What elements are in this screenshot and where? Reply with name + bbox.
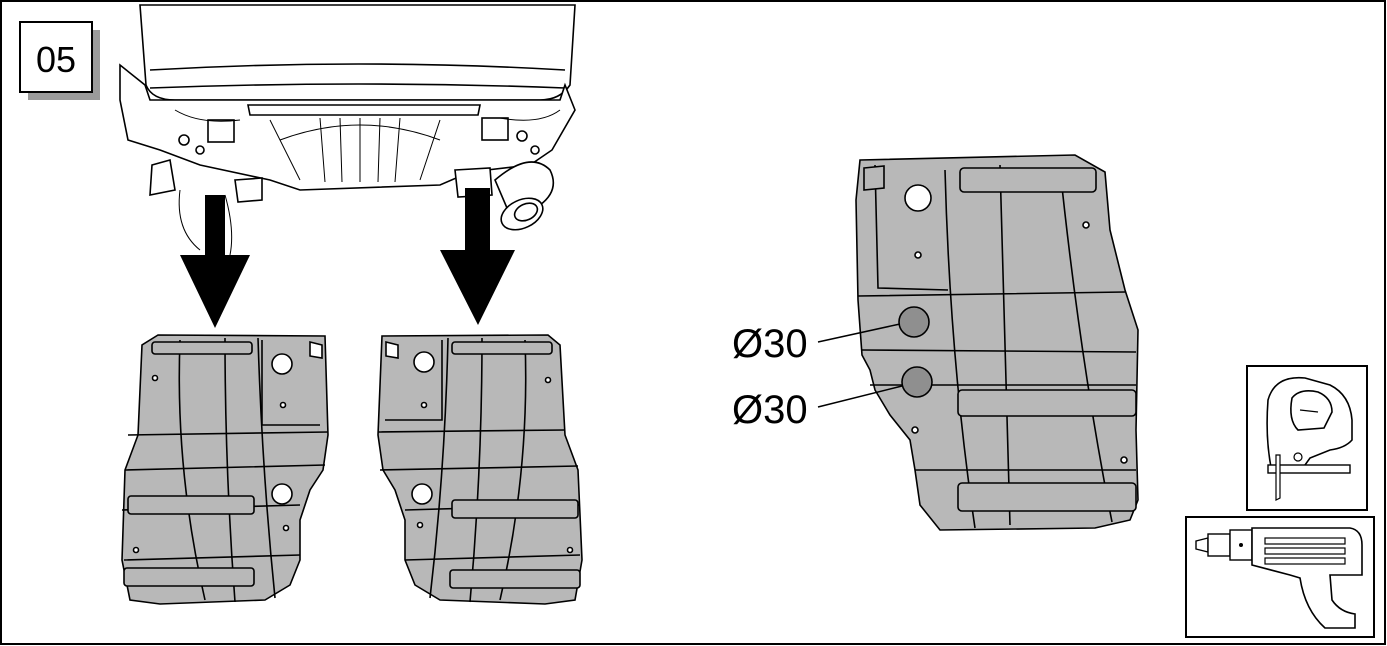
- detail-flap-pin-a: [914, 251, 922, 259]
- detail-flap-pin-d: [1120, 456, 1128, 464]
- detail-flap-bottom-slot: [957, 482, 1137, 512]
- drill-chuck: [1207, 533, 1231, 557]
- right-flap-bottom-slot: [449, 569, 581, 589]
- panel-lines: [174, 109, 561, 122]
- left-flap-mid-slot: [127, 495, 255, 515]
- left-bolt-b: [195, 145, 205, 155]
- floor-ribs: [269, 117, 441, 183]
- vehicle-underside: [119, 4, 576, 256]
- drill-collar-dot: [1239, 543, 1243, 547]
- right-flap-pin-c: [566, 546, 574, 554]
- detail-flap-existing-hole: [904, 184, 932, 212]
- left-flap-pin-d: [282, 524, 290, 532]
- right-mud-flap: [377, 334, 583, 605]
- callout-lower-leader: [817, 385, 903, 408]
- drill-vent-a: [1264, 537, 1346, 545]
- drill-hole-upper: [898, 306, 930, 338]
- left-flap-pin-a: [279, 401, 287, 409]
- jigsaw-blade: [1275, 454, 1281, 501]
- left-flap-hole-bottom: [271, 483, 293, 505]
- detail-flap-body: [855, 154, 1139, 531]
- left-tire-edge: [178, 189, 201, 251]
- detail-flap-tab: [863, 165, 885, 191]
- right-bolt-a: [516, 130, 528, 142]
- left-bracket: [207, 119, 235, 143]
- left-flap-tab: [309, 340, 323, 359]
- spare-well: [279, 124, 441, 141]
- jigsaw-handle-opening: [1290, 390, 1333, 431]
- right-flap-hole-top: [413, 351, 435, 373]
- right-flap-pin-a: [420, 401, 428, 409]
- right-flap-inner-panel: [385, 340, 443, 421]
- left-bolt-a: [178, 134, 190, 146]
- left-flap-top-slot: [151, 341, 253, 355]
- right-flap-pin-b: [544, 376, 552, 384]
- left-wheelarch: [224, 194, 233, 256]
- detail-flap-ribs: [857, 291, 1137, 471]
- right-flap-pin-d: [416, 521, 424, 529]
- right-flap-body: [377, 334, 583, 605]
- callout-lower: Ø30: [732, 385, 903, 432]
- drill-vent-c: [1264, 557, 1346, 565]
- left-flap-bottom-slot: [123, 567, 255, 587]
- detail-flap-top-slot: [959, 167, 1097, 193]
- right-down-arrow: [440, 188, 515, 325]
- detail-flap-pin-c: [911, 426, 919, 434]
- drill-hole-lower: [901, 366, 933, 398]
- callout-lower-label: Ø30: [732, 388, 808, 432]
- exhaust-tip-inner: [513, 202, 539, 222]
- jigsaw-icon: [1246, 365, 1368, 511]
- right-flap-tab: [385, 340, 399, 359]
- left-flap-hole-top: [271, 353, 293, 375]
- detail-flap-pin-b: [1082, 221, 1090, 229]
- step-number: 05: [36, 39, 76, 80]
- step-badge-box: [19, 21, 93, 93]
- detail-flap-inner-panel: [874, 164, 949, 291]
- right-bracket: [481, 117, 509, 141]
- left-flap-pin-b: [151, 374, 159, 382]
- drill-vent-b: [1264, 547, 1346, 555]
- jigsaw-knob: [1293, 452, 1303, 462]
- right-flap-curves: [429, 337, 527, 603]
- arrows: [180, 188, 515, 328]
- bumper-crease: [149, 63, 566, 71]
- jigsaw-trigger: [1299, 409, 1319, 413]
- left-mount: [234, 177, 263, 203]
- tow-slot: [247, 104, 481, 116]
- detail-flap-mid-slot: [957, 389, 1137, 417]
- callout-upper: Ø30: [732, 322, 901, 366]
- callout-upper-label: Ø30: [732, 322, 808, 366]
- drill-icon: [1185, 516, 1375, 638]
- bumper-lower-crease: [149, 83, 566, 89]
- detail-mud-flap: [855, 154, 1139, 531]
- left-mud-flap: [121, 334, 329, 605]
- left-flap-pin-c: [132, 546, 140, 554]
- right-flap-hole-bottom: [411, 483, 433, 505]
- callout-upper-leader: [817, 323, 901, 343]
- left-hanger: [149, 158, 176, 196]
- drill-bit: [1195, 537, 1209, 553]
- right-bolt-b: [530, 145, 540, 155]
- jigsaw-shoe: [1267, 464, 1351, 474]
- left-down-arrow: [180, 195, 250, 328]
- step-badge: 05: [19, 21, 100, 100]
- right-flap-mid-slot: [451, 499, 579, 519]
- left-flap-body: [121, 334, 329, 605]
- right-flap-top-slot: [451, 341, 553, 355]
